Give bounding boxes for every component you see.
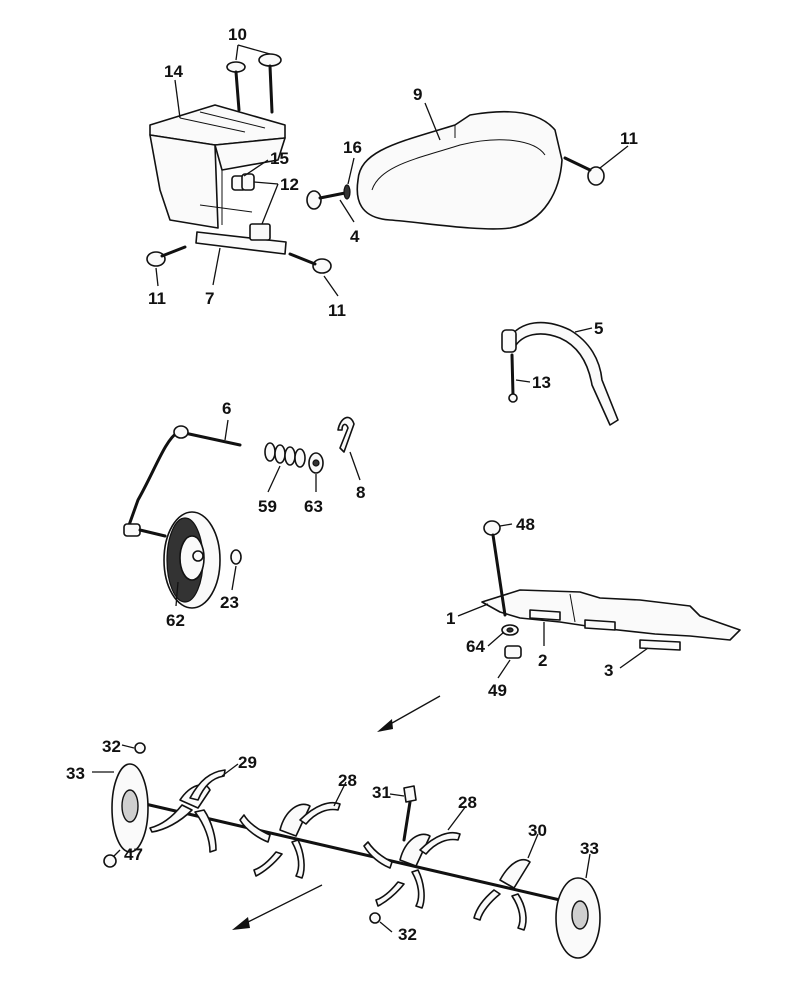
bracket-7-part: [195, 204, 287, 255]
nut-15-part: [231, 173, 255, 191]
callout-8: 8: [356, 483, 365, 502]
callout-7: 7: [205, 289, 214, 308]
callout-64: 64: [466, 637, 485, 656]
callout-59: 59: [258, 497, 277, 516]
nut-49-part: [504, 645, 522, 659]
direction-arrow-lower: [232, 884, 323, 930]
bolt-31-part: [402, 785, 417, 842]
callout-15: 15: [270, 149, 289, 168]
callout-11-right: 11: [328, 301, 346, 320]
callout-28-left: 28: [338, 771, 357, 790]
callout-33-right: 33: [580, 839, 599, 858]
bolt-11-left-part: [146, 245, 187, 267]
pin-32-bottom-part: [369, 912, 381, 924]
direction-arrow-upper: [377, 695, 441, 732]
tines-group-28a: [239, 801, 341, 879]
bolt-4-part: [306, 184, 351, 210]
callout-5: 5: [594, 319, 603, 338]
callout-12: 12: [280, 175, 299, 194]
belt-cover-part: [356, 110, 563, 230]
bolt-11-right-part: [288, 252, 332, 274]
callout-13: 13: [532, 373, 551, 392]
callout-32-top: 32: [102, 737, 121, 756]
end-disc-right-part: [555, 877, 601, 959]
callout-16: 16: [343, 138, 362, 157]
nut-23-part: [230, 549, 242, 565]
callout-29: 29: [238, 753, 257, 772]
callout-62: 62: [166, 611, 185, 630]
bolt-48-part: [483, 520, 507, 617]
spring-59-part: [264, 442, 306, 468]
callout-4: 4: [350, 227, 360, 246]
callout-14: 14: [164, 62, 183, 81]
tines-group-30: [473, 858, 531, 931]
guard-housing-part: [149, 104, 286, 229]
callout-2: 2: [538, 651, 547, 670]
callout-9: 9: [413, 85, 422, 104]
callout-48: 48: [516, 515, 535, 534]
tines-group-29: [149, 769, 226, 853]
callout-11-left: 11: [148, 289, 166, 308]
callout-6: 6: [222, 399, 231, 418]
tine-shaft-part: [126, 798, 562, 902]
wheel-62-part: [163, 511, 221, 609]
callout-33-left: 33: [66, 764, 85, 783]
callout-10: 10: [228, 25, 247, 44]
callout-31: 31: [372, 783, 391, 802]
pin-32-top-part: [134, 742, 146, 754]
bolt-10-part: [226, 53, 282, 114]
callout-3: 3: [604, 661, 613, 680]
washer-64-part: [501, 624, 519, 636]
depth-bar-handle-part: [501, 321, 619, 426]
bolt-11-cover-part: [563, 156, 605, 186]
leader-lines: [92, 44, 649, 933]
callout-11-cover: 11: [620, 129, 638, 148]
end-disc-left-part: [111, 763, 149, 853]
callout-32-bottom: 32: [398, 925, 417, 944]
pin-8-part: [337, 416, 355, 453]
callout-23: 23: [220, 593, 239, 612]
callout-47: 47: [124, 845, 143, 864]
wheel-arm-part: [123, 425, 242, 538]
callout-1: 1: [446, 609, 455, 628]
washer-63-part: [308, 452, 324, 474]
callout-28-right: 28: [458, 793, 477, 812]
shield-plate-part: [481, 589, 741, 651]
tines-group-28b: [363, 831, 461, 909]
callout-30: 30: [528, 821, 547, 840]
callout-49: 49: [488, 681, 507, 700]
pin-47-part: [103, 854, 117, 868]
callout-63: 63: [304, 497, 323, 516]
